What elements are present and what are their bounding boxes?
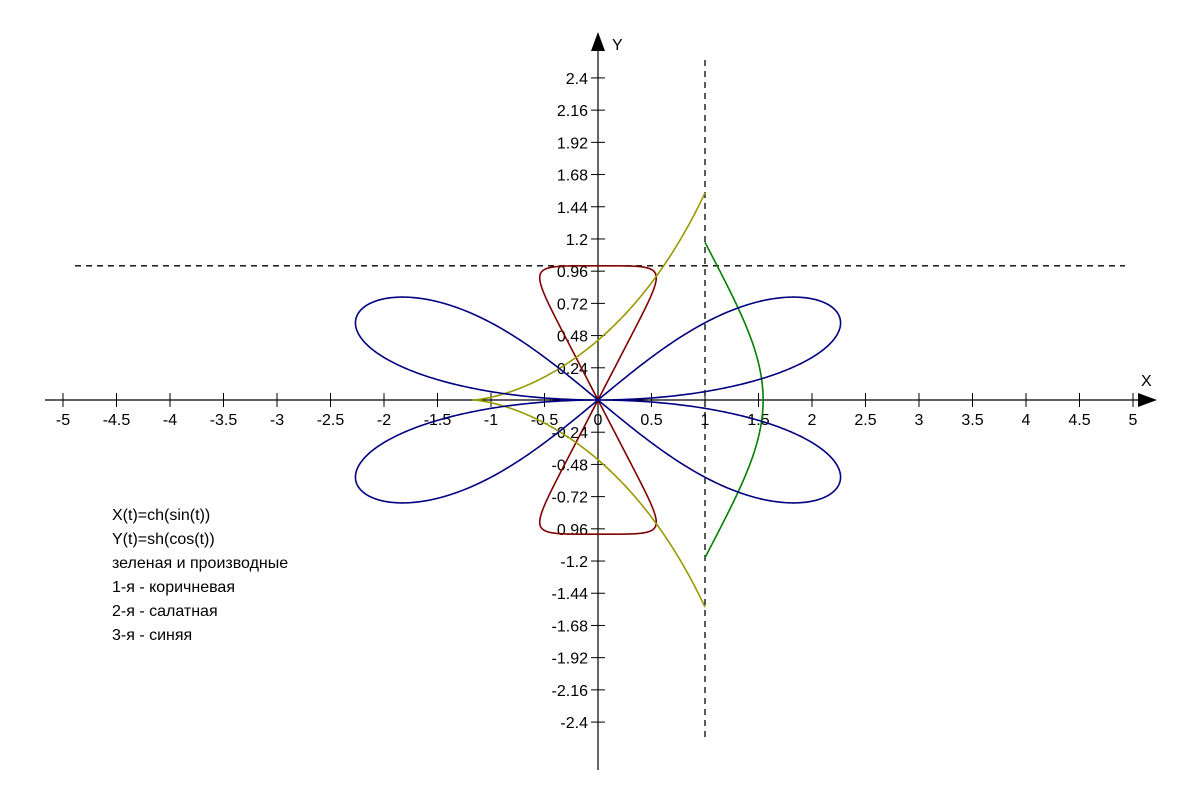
green-curve <box>704 241 764 559</box>
asymptote-lines <box>75 60 1125 740</box>
annotation-line: 3-я - синяя <box>112 627 193 644</box>
y-axis-arrow <box>591 32 605 51</box>
x-tick-label: 5 <box>1129 412 1138 429</box>
annotation-line: Y(t)=sh(cos(t)) <box>112 531 215 548</box>
tick-marks <box>62 77 1134 723</box>
y-tick-label: 0.96 <box>557 522 588 539</box>
y-tick-label: 1.2 <box>566 232 588 249</box>
y-tick-label: 0.48 <box>557 329 588 346</box>
y-tick-label: 2.16 <box>557 103 588 120</box>
x-tick-label: 0.5 <box>640 412 662 429</box>
x-tick-label: 2.5 <box>854 412 876 429</box>
x-tick-label: -0.5 <box>531 412 559 429</box>
blue-curve <box>354 296 842 504</box>
x-axis-arrow <box>1138 393 1157 407</box>
annotation-line: 1-я - коричневая <box>112 579 235 596</box>
y-tick-label: -1.92 <box>552 651 589 668</box>
x-tick-label: -3.5 <box>210 412 238 429</box>
x-tick-label: 3 <box>915 412 924 429</box>
x-tick-label: 2 <box>808 412 817 429</box>
y-tick-label: 0.96 <box>557 264 588 281</box>
y-tick-label: -0.72 <box>552 490 589 507</box>
x-tick-label: 3.5 <box>961 412 983 429</box>
curves <box>354 192 842 608</box>
olive-curve <box>472 192 706 608</box>
annotation-line: 2-я - салатная <box>112 603 218 620</box>
y-tick-label: -1.2 <box>560 554 588 571</box>
y-tick-label: 1.44 <box>557 200 588 217</box>
x-tick-label: -4 <box>163 412 177 429</box>
x-tick-label: 4.5 <box>1068 412 1090 429</box>
x-tick-label: 1 <box>701 412 710 429</box>
x-tick-label: -2.5 <box>317 412 345 429</box>
annotation-notes: X(t)=ch(sin(t)) Y(t)=sh(cos(t)) зеленая … <box>112 504 288 648</box>
y-tick-label: -0.48 <box>552 457 589 474</box>
y-tick-label: 2.4 <box>566 71 588 88</box>
annotation-line: X(t)=ch(sin(t)) <box>112 507 211 524</box>
y-tick-label: -2.16 <box>552 683 589 700</box>
x-axis-label: X <box>1141 373 1152 390</box>
x-tick-label: 0 <box>594 412 603 429</box>
x-tick-label: -3 <box>270 412 284 429</box>
y-axis-label: Y <box>612 37 623 54</box>
x-tick-label: -5 <box>56 412 70 429</box>
y-tick-label: -2.4 <box>560 715 588 732</box>
x-tick-label: 4 <box>1022 412 1031 429</box>
x-tick-label: -1 <box>484 412 498 429</box>
y-tick-label: 1.68 <box>557 168 588 185</box>
annotation-line: зеленая и производные <box>112 555 289 572</box>
y-tick-label: -1.68 <box>552 618 589 635</box>
y-tick-label: -1.44 <box>552 586 589 603</box>
y-tick-label: 1.92 <box>557 135 588 152</box>
x-tick-label: -4.5 <box>103 412 131 429</box>
y-tick-label: 0.72 <box>557 296 588 313</box>
x-tick-label: -2 <box>377 412 391 429</box>
